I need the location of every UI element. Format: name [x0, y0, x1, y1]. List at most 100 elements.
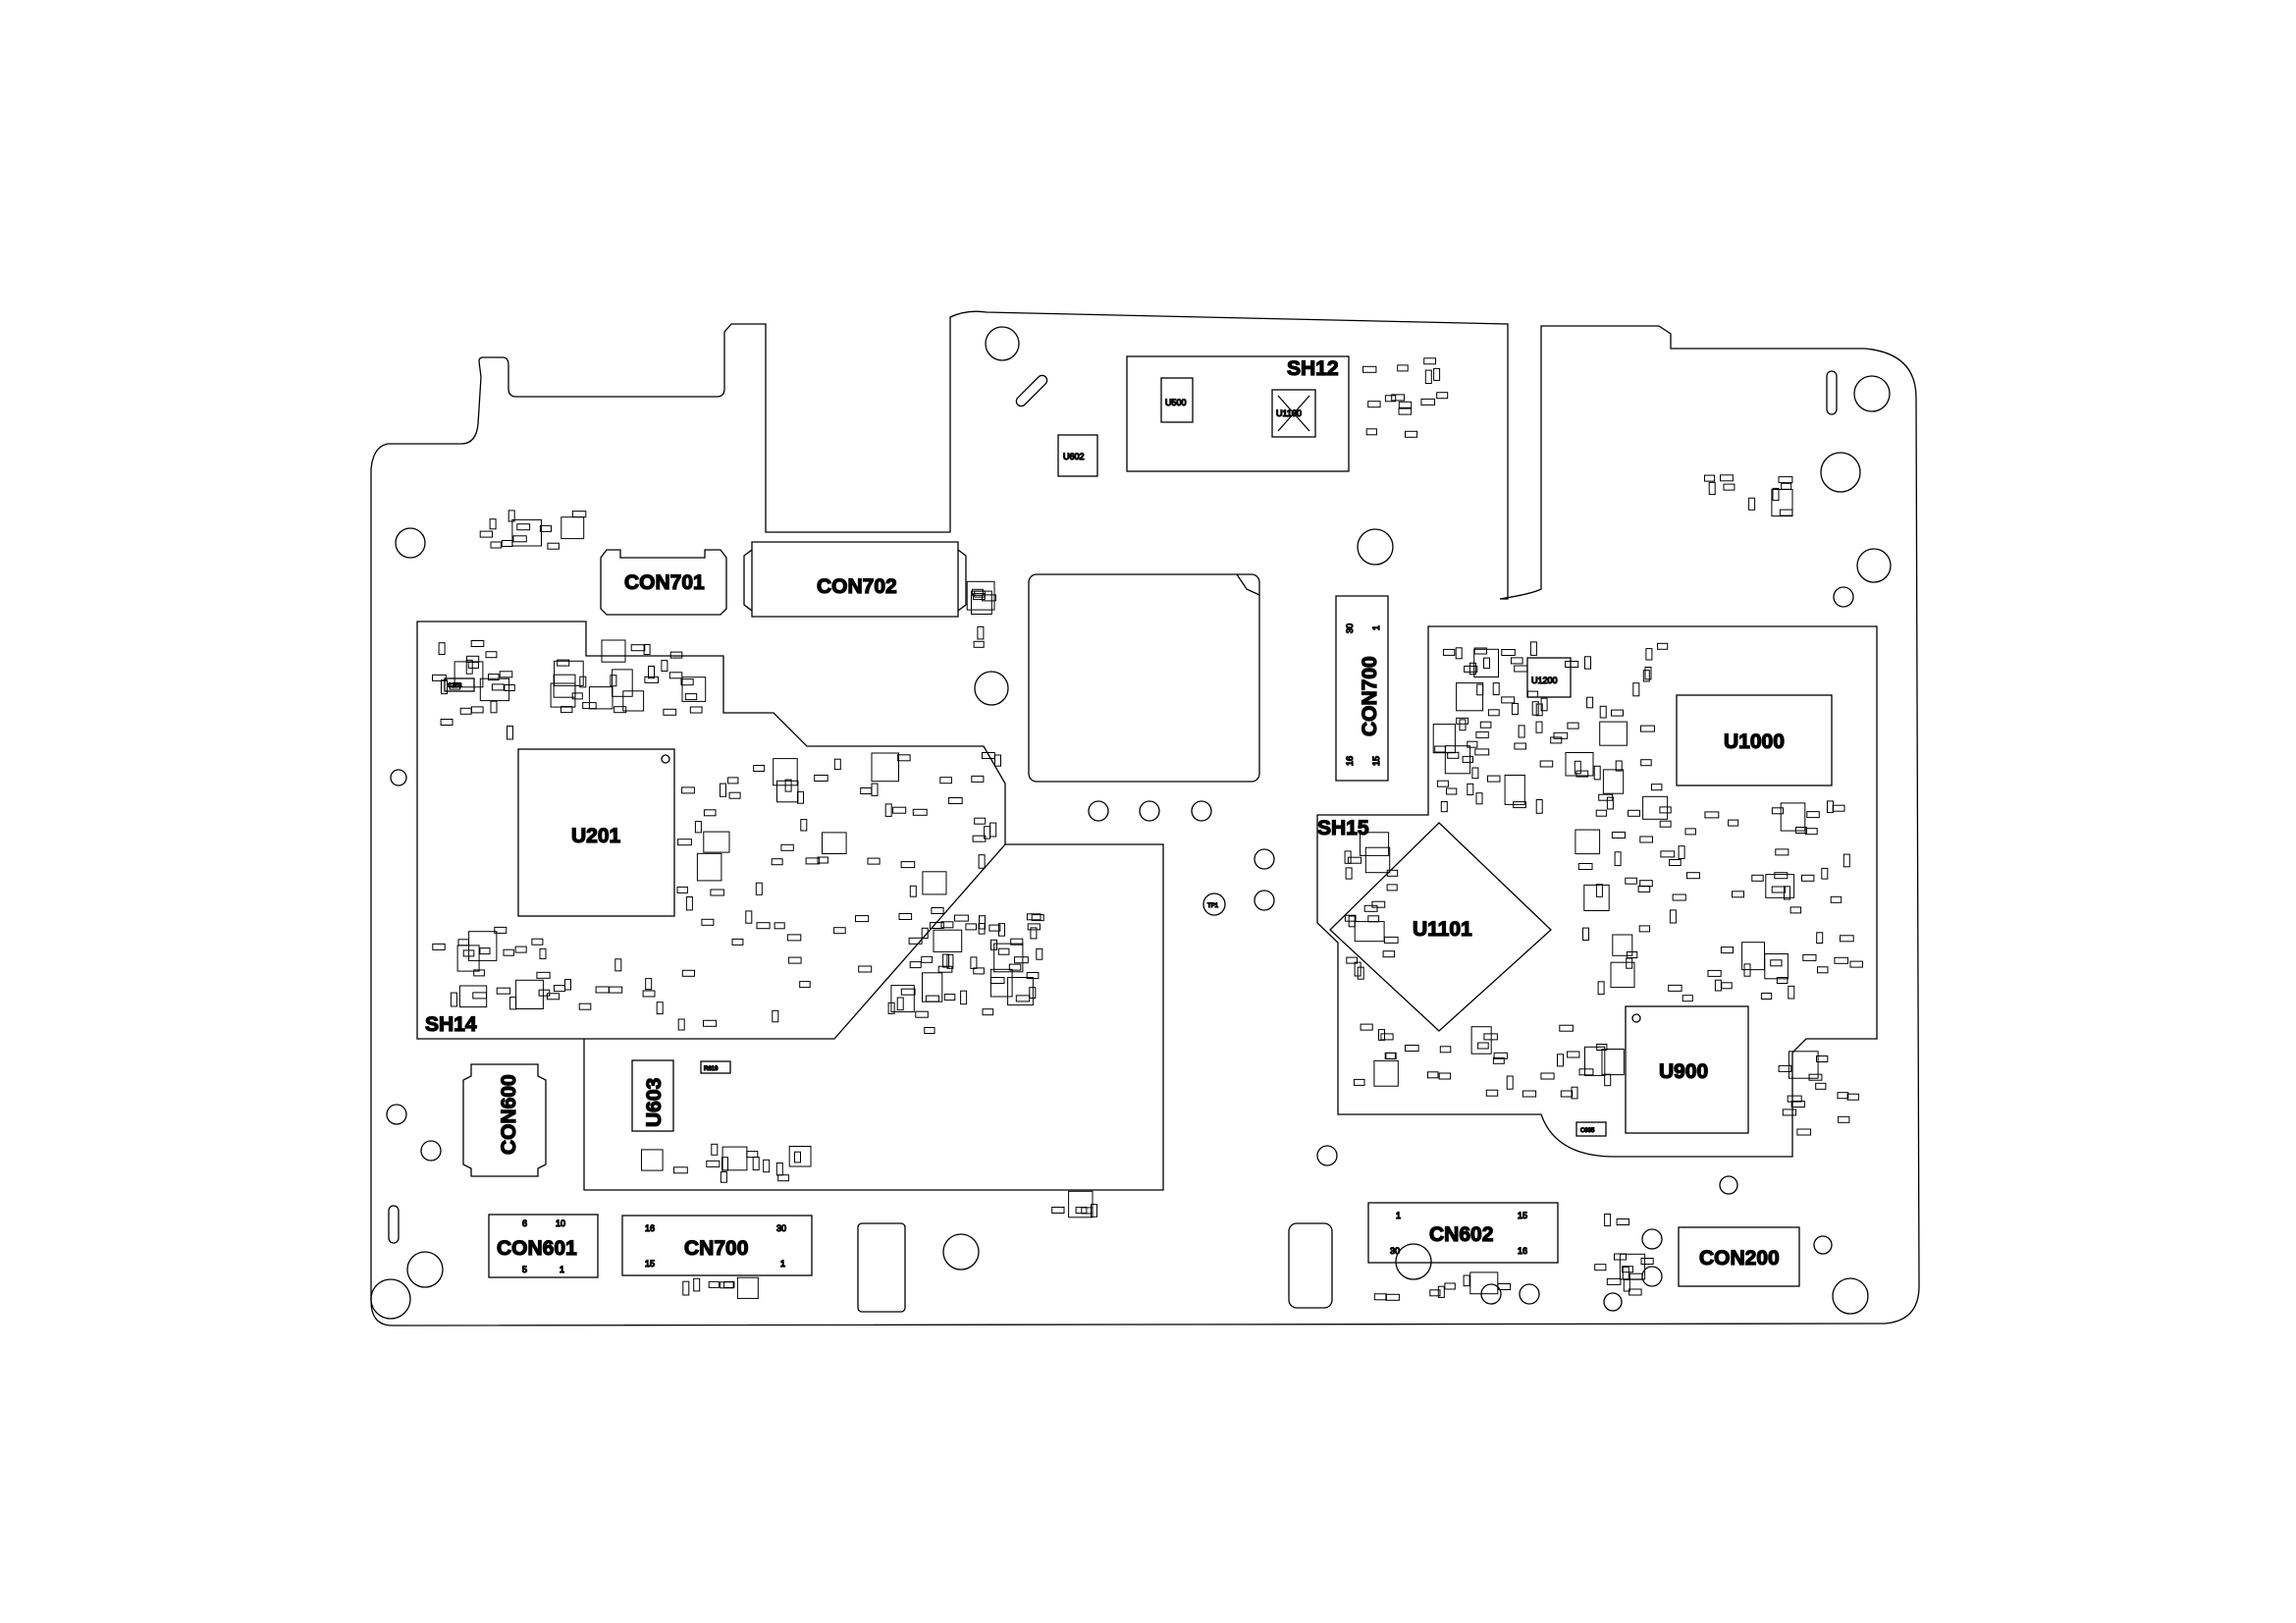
smd-component: [817, 856, 828, 864]
smd-component: [1474, 748, 1490, 756]
smd-component: [1362, 365, 1377, 373]
smd-component: [1846, 1093, 1859, 1101]
pin-label: 5: [522, 1265, 527, 1274]
smd-component: [1779, 509, 1793, 516]
smd-component: [965, 923, 978, 931]
smd-component: [978, 923, 986, 935]
smd-component: [1672, 893, 1686, 901]
smd-component: [509, 997, 517, 1010]
smd-component: [1345, 867, 1353, 880]
smd-component: [925, 995, 939, 1002]
smd-component: [1557, 1054, 1564, 1067]
smd-component: [1720, 474, 1734, 482]
chip-u900: [1625, 1005, 1749, 1134]
smd-component: [696, 852, 722, 882]
smd-component: [504, 684, 515, 691]
smd-component: [1760, 993, 1773, 1000]
smd-component: [1559, 1024, 1574, 1032]
smd-component: [1346, 956, 1359, 964]
mounting-hole: [942, 1233, 980, 1271]
smd-component: [794, 1151, 801, 1163]
smd-component: [1440, 801, 1448, 813]
smd-component: [752, 1157, 760, 1171]
smd-component: [973, 640, 985, 648]
smd-component: [472, 992, 487, 1000]
smd-component: [1479, 721, 1492, 729]
smd-components: [432, 357, 1863, 1301]
smd-component: [1455, 647, 1463, 660]
smd-component: [720, 1281, 734, 1289]
smd-component: [900, 988, 916, 996]
smd-component: [727, 777, 739, 784]
smd-component: [1398, 401, 1413, 408]
smd-component: [971, 775, 985, 783]
smd-component: [1787, 1095, 1802, 1103]
smd-component: [982, 752, 995, 759]
smd-component: [1529, 641, 1537, 656]
smd-component: [1353, 1078, 1365, 1086]
smd-component: [1625, 877, 1637, 885]
smd-component: [676, 886, 688, 893]
smd-component: [1560, 1090, 1574, 1098]
mounting-hole: [370, 1278, 411, 1320]
smd-component: [931, 907, 944, 914]
smd-component: [786, 934, 802, 942]
smd-component: [571, 692, 583, 700]
smd-component: [1439, 1046, 1452, 1054]
smd-component: [1765, 874, 1795, 898]
smd-component: [867, 857, 881, 865]
smd-component: [536, 971, 551, 979]
smd-component: [701, 918, 715, 926]
smd-component: [947, 797, 963, 804]
smd-component: [1748, 497, 1756, 511]
smd-component: [677, 1018, 685, 1031]
smd-component: [1788, 1051, 1819, 1079]
smd-component: [997, 947, 1010, 955]
smd-component: [1678, 845, 1685, 860]
pin-label: 6: [522, 1218, 527, 1228]
smd-component: [1626, 957, 1633, 969]
smd-component: [1467, 740, 1478, 748]
shield-label-sh12: SH12: [1287, 357, 1339, 380]
test-point: [1316, 1145, 1338, 1166]
smd-component: [432, 943, 446, 950]
smd-component: [979, 915, 986, 930]
smd-component: [1492, 1056, 1505, 1064]
smd-component: [612, 669, 633, 697]
smd-component: [871, 752, 899, 783]
chip-x-mark: [1277, 395, 1310, 432]
smd-component: [1778, 476, 1793, 484]
smd-component: [974, 590, 986, 598]
pin-label: 15: [1518, 1211, 1527, 1220]
smd-component: [1373, 1293, 1387, 1301]
smd-component: [1436, 392, 1449, 400]
smd-component: [721, 1146, 748, 1171]
pin-label: 10: [556, 1218, 565, 1228]
smd-component: [988, 924, 1001, 932]
connector-label-con601: CON601: [497, 1237, 577, 1260]
chip-u201: [517, 748, 675, 917]
smd-component: [554, 660, 584, 686]
smd-component: [755, 882, 763, 895]
smd-component: [663, 708, 677, 716]
smd-component: [1567, 1051, 1580, 1058]
smd-component: [884, 803, 892, 817]
smd-component: [890, 985, 915, 1013]
smd-component: [539, 947, 547, 959]
smd-component: [668, 672, 683, 679]
smd-component: [1615, 760, 1623, 772]
smd-component: [1405, 1045, 1419, 1052]
smd-component: [1565, 752, 1594, 777]
chip-label-u900: U900: [1659, 1060, 1708, 1083]
smd-component: [1091, 1204, 1097, 1217]
smd-component: [1514, 665, 1528, 673]
smd-component: [800, 819, 808, 832]
smd-component: [1444, 745, 1471, 775]
smd-component: [490, 541, 502, 549]
smd-component: [1775, 848, 1789, 856]
smd-component: [990, 939, 997, 950]
smd-component: [1385, 1052, 1397, 1059]
test-point: [1519, 1283, 1540, 1305]
connector-label-con700: CON700: [1359, 656, 1381, 736]
